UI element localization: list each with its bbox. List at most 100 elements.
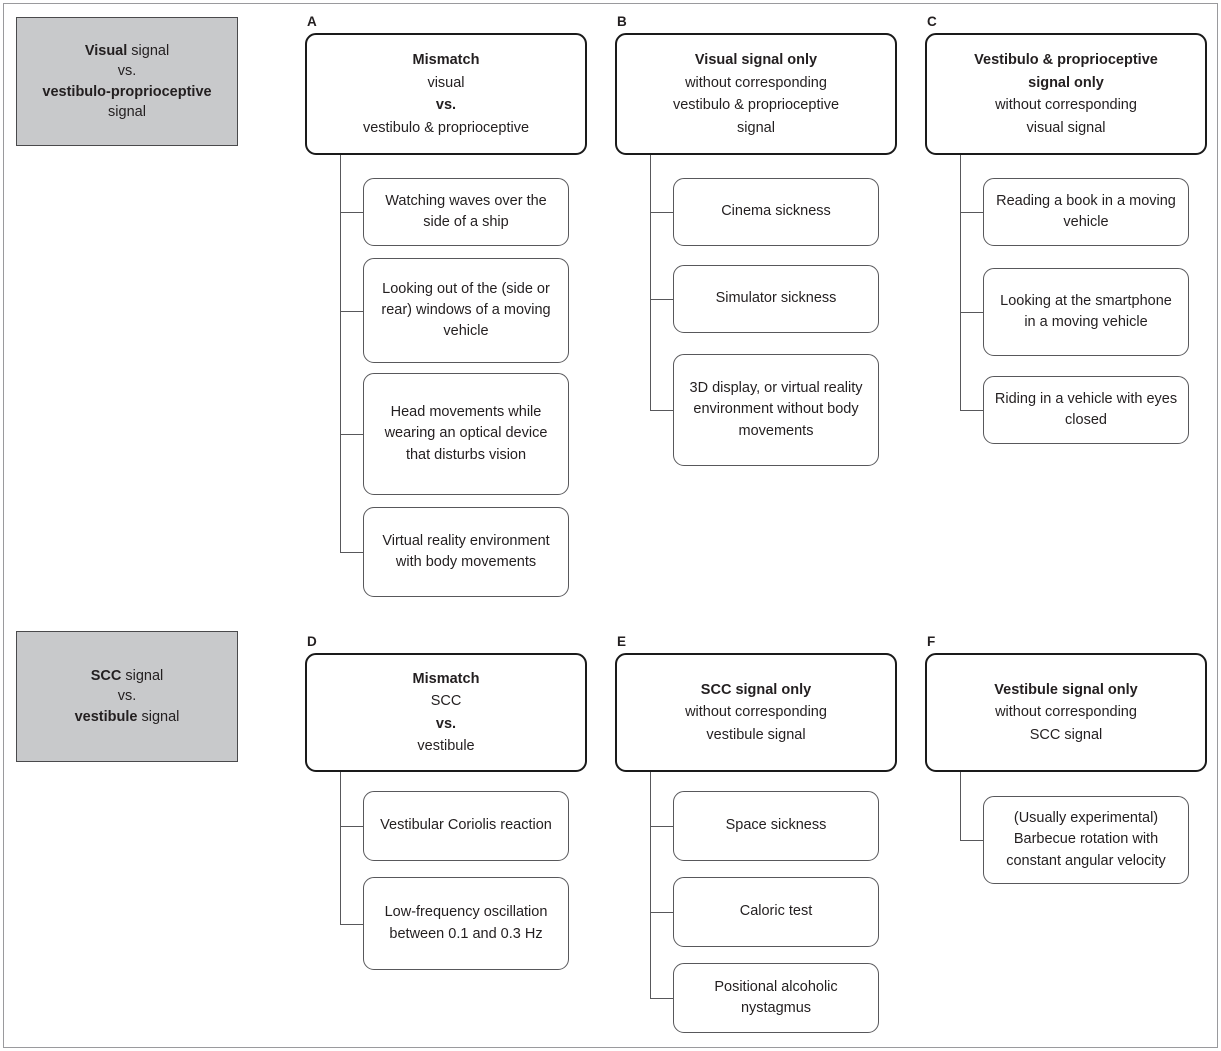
bold-text: Vestibule signal only [994,681,1138,698]
plain-text: vestibulo & proprioceptive [672,97,840,113]
leaf-box: Positional alcoholic nystagmus [673,963,879,1033]
leaf-box: Head movements while wearing an optical … [363,373,569,495]
connector-horizontal [650,410,673,412]
bold-text: Mismatch [412,670,480,687]
connector-horizontal [650,826,673,828]
header-box-A: Mismatch visual vs. vestibulo & propriocept… [305,33,587,155]
text-line: SCC signal [91,666,164,687]
plain-text: SCC signal [1029,726,1103,743]
leaf-label: Space sickness [725,817,827,834]
plain-text: without corresponding [995,97,1137,113]
connector-horizontal [650,912,673,914]
plain-text: signal [121,667,164,684]
leaf-box: 3D display, or virtual reality environme… [673,354,879,466]
text-line: vs. [436,94,456,117]
plain-text: vs. [117,63,137,79]
leaf-box: Riding in a vehicle with eyes closed [983,376,1189,444]
text-line: without corresponding [995,94,1137,117]
text-line: visual signal [1027,117,1106,140]
connector-horizontal [340,212,363,214]
text-line: visual [427,72,464,95]
plain-text: SCC [430,693,462,709]
text-line: without corresponding [685,72,827,95]
text-line: SCC signal only [701,679,811,702]
plain-text: without corresponding [685,74,827,91]
text-line: Mismatch [413,668,480,691]
leaf-label: Riding in a vehicle with eyes closed [994,390,1178,428]
text-line: vs. [436,713,456,736]
connector-trunk [960,155,962,410]
bold-text: vs. [435,97,457,113]
column-letter-D: D [307,634,317,649]
plain-text: signal [127,42,170,59]
bold-text: Mismatch [412,52,480,68]
leaf-box: Virtual reality environment with body mo… [363,507,569,597]
bold-text: vestibule [74,708,138,725]
plain-text: signal [108,104,146,120]
connector-horizontal [340,310,363,312]
text-line: vestibulo & proprioceptive [673,94,839,117]
leaf-box: Watching waves over the side of a ship [363,178,569,246]
leaf-box: Looking at the smartphone in a moving ve… [983,268,1189,356]
leaf-label: Looking at the smartphone in a moving ve… [1000,292,1172,330]
connector-horizontal [960,840,983,842]
column-letter-A: A [307,14,317,29]
text-line: SCC [431,690,462,713]
leaf-box: Space sickness [673,791,879,861]
leaf-label: Cinema sickness [721,203,831,220]
header-box-C: Vestibulo & proprioceptive signal only wit… [925,33,1207,155]
connector-horizontal [340,552,363,554]
text-line: Mismatch [413,49,480,72]
text-line: without corresponding [995,701,1137,724]
bold-text: Vestibulo & proprioceptive [974,52,1158,68]
text-line: SCC signal [1030,724,1103,747]
column-letter-C: C [927,14,937,29]
plain-text: without corresponding [685,704,827,721]
bold-text: Visual signal only [694,52,818,68]
leaf-label: Positional alcoholic nystagmus [714,978,838,1016]
connector-trunk [650,155,652,410]
text-line: without corresponding [685,701,827,724]
plain-text: visual signal [1026,119,1106,136]
leaf-label: Head movements while wearing an optical … [384,404,548,463]
text-line: vestibulo & proprioceptive [363,117,529,140]
bold-text: Visual [84,42,128,59]
bold-text: SCC [90,667,122,684]
connector-horizontal [340,923,363,925]
plain-text: vs. [117,688,137,705]
leaf-box: Simulator sickness [673,265,879,333]
plain-text: vestibulo & proprioceptive [362,119,530,136]
text-line: vs. [118,61,137,82]
text-line: signal [737,117,775,140]
leaf-label: Looking out of the (side or rear) window… [381,280,551,339]
plain-text: signal [737,119,775,136]
connector-horizontal [960,312,983,314]
text-line: vestibulo-proprioceptive [42,82,211,103]
column-letter-F: F [927,634,936,649]
plain-text: without corresponding [995,704,1137,721]
bold-text: vestibulo-proprioceptive [42,83,212,100]
leaf-label: Virtual reality environment with body mo… [382,532,550,570]
figure-frame [3,3,1218,1048]
leaf-box: (Usually experimental) Barbecue rotation… [983,796,1189,884]
connector-horizontal [650,212,673,214]
leaf-box: Looking out of the (side or rear) window… [363,258,569,363]
text-line: Visual signal [85,41,169,62]
bold-text: SCC signal only [700,681,812,698]
connector-trunk [340,155,342,552]
text-line: signal [108,102,146,123]
text-line: vestibule signal [75,707,180,728]
text-line: Visual signal only [695,49,817,72]
connector-trunk [340,772,342,924]
bold-text: vs. [435,715,457,732]
connector-horizontal [960,212,983,214]
connector-horizontal [340,826,363,828]
column-letter-B: B [617,14,627,29]
text-line: vestibule [417,735,474,758]
bold-text: signal only [1028,74,1104,91]
text-line: vs. [118,686,137,707]
